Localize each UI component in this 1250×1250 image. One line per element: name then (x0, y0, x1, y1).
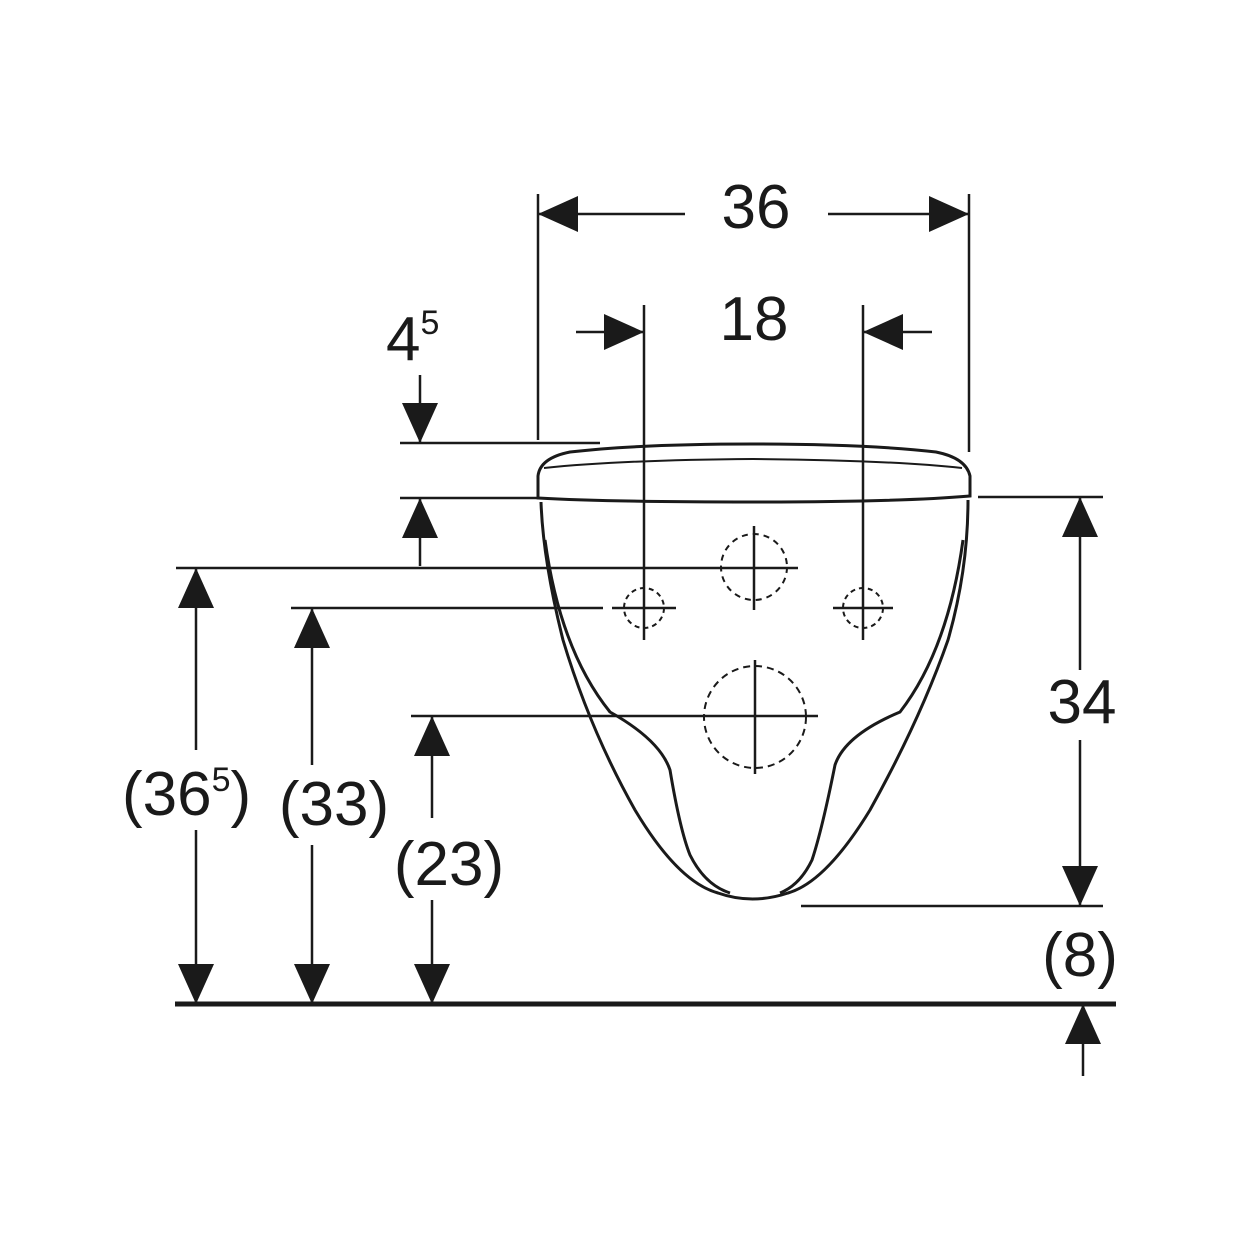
toilet-bowl-inner-right (779, 539, 965, 895)
toilet-bowl-outline (539, 499, 970, 901)
toilet-seat-outline (536, 442, 972, 504)
toilet-bowl-inner-left (543, 539, 731, 895)
label-height-365-sup: 5 (212, 761, 231, 799)
toilet-seat-inner-line (543, 457, 963, 469)
label-seat-thickness-base: 4 (386, 305, 420, 374)
label-height-34: 34 (1048, 668, 1117, 737)
label-height-23: (23) (394, 830, 504, 899)
label-width-36: 36 (722, 173, 791, 242)
label-spacing-18: 18 (720, 285, 789, 354)
label-height-33: (33) (279, 770, 389, 839)
label-seat-thickness-sup: 5 (420, 304, 439, 342)
label-seat-thickness: 45 (386, 304, 439, 374)
label-height-365-base: (36 (122, 760, 212, 829)
label-height-365-close: ) (231, 760, 252, 829)
label-height-8: (8) (1042, 921, 1118, 990)
label-height-365: (365) (122, 760, 251, 829)
